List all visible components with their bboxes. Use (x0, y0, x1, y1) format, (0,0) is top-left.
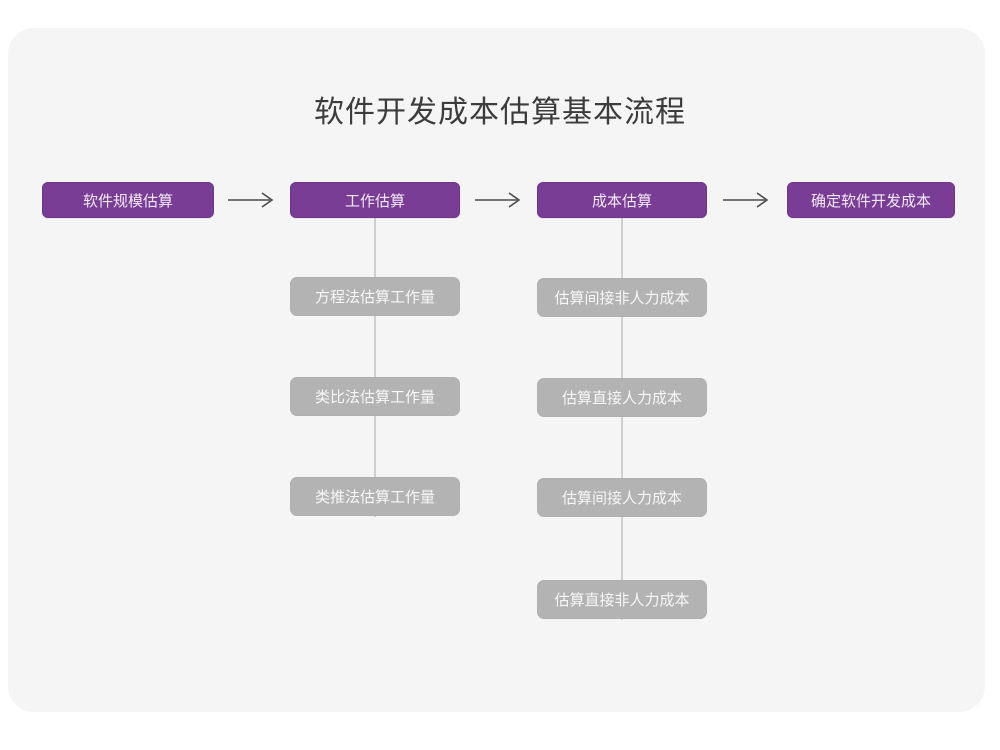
step-box-effort-estimation[interactable]: 工作估算 (290, 182, 460, 218)
step-label: 成本估算 (591, 192, 652, 210)
sub-step-box-inference-method-effort[interactable]: 类推法估算工作量 (290, 477, 460, 516)
connector-line-col1 (374, 217, 376, 517)
step-box-determine-development-cost[interactable]: 确定软件开发成本 (787, 182, 955, 218)
sub-step-label: 方程法估算工作量 (314, 289, 435, 306)
sub-step-box-direct-labor-cost[interactable]: 估算直接人力成本 (537, 378, 707, 417)
sub-step-label: 估算间接非人力成本 (554, 290, 690, 307)
step-label: 确定软件开发成本 (810, 192, 931, 210)
sub-step-box-equation-method-effort[interactable]: 方程法估算工作量 (290, 277, 460, 316)
page-title: 软件开发成本估算基本流程 (314, 96, 686, 129)
sub-step-box-indirect-nonlabor-cost[interactable]: 估算间接非人力成本 (537, 278, 707, 317)
sub-step-box-direct-nonlabor-cost[interactable]: 估算直接非人力成本 (537, 580, 707, 619)
sub-step-box-analogy-method-effort[interactable]: 类比法估算工作量 (290, 377, 460, 416)
step-box-software-scale-estimation[interactable]: 软件规模估算 (42, 182, 214, 218)
step-box-cost-estimation[interactable]: 成本估算 (537, 182, 707, 218)
sub-step-label: 类比法估算工作量 (314, 389, 435, 406)
step-label: 软件规模估算 (82, 192, 173, 210)
sub-step-label: 类推法估算工作量 (314, 489, 435, 506)
arrow-3-icon (721, 189, 773, 211)
arrow-2-icon (473, 189, 525, 211)
sub-step-label: 估算直接人力成本 (561, 390, 682, 407)
arrow-1-icon (226, 189, 278, 211)
sub-step-label: 估算直接非人力成本 (554, 592, 690, 609)
sub-step-label: 估算间接人力成本 (561, 490, 682, 507)
sub-step-box-indirect-labor-cost[interactable]: 估算间接人力成本 (537, 478, 707, 517)
connector-line-col2 (621, 217, 623, 620)
step-label: 工作估算 (344, 192, 405, 210)
diagram-card (8, 28, 985, 712)
